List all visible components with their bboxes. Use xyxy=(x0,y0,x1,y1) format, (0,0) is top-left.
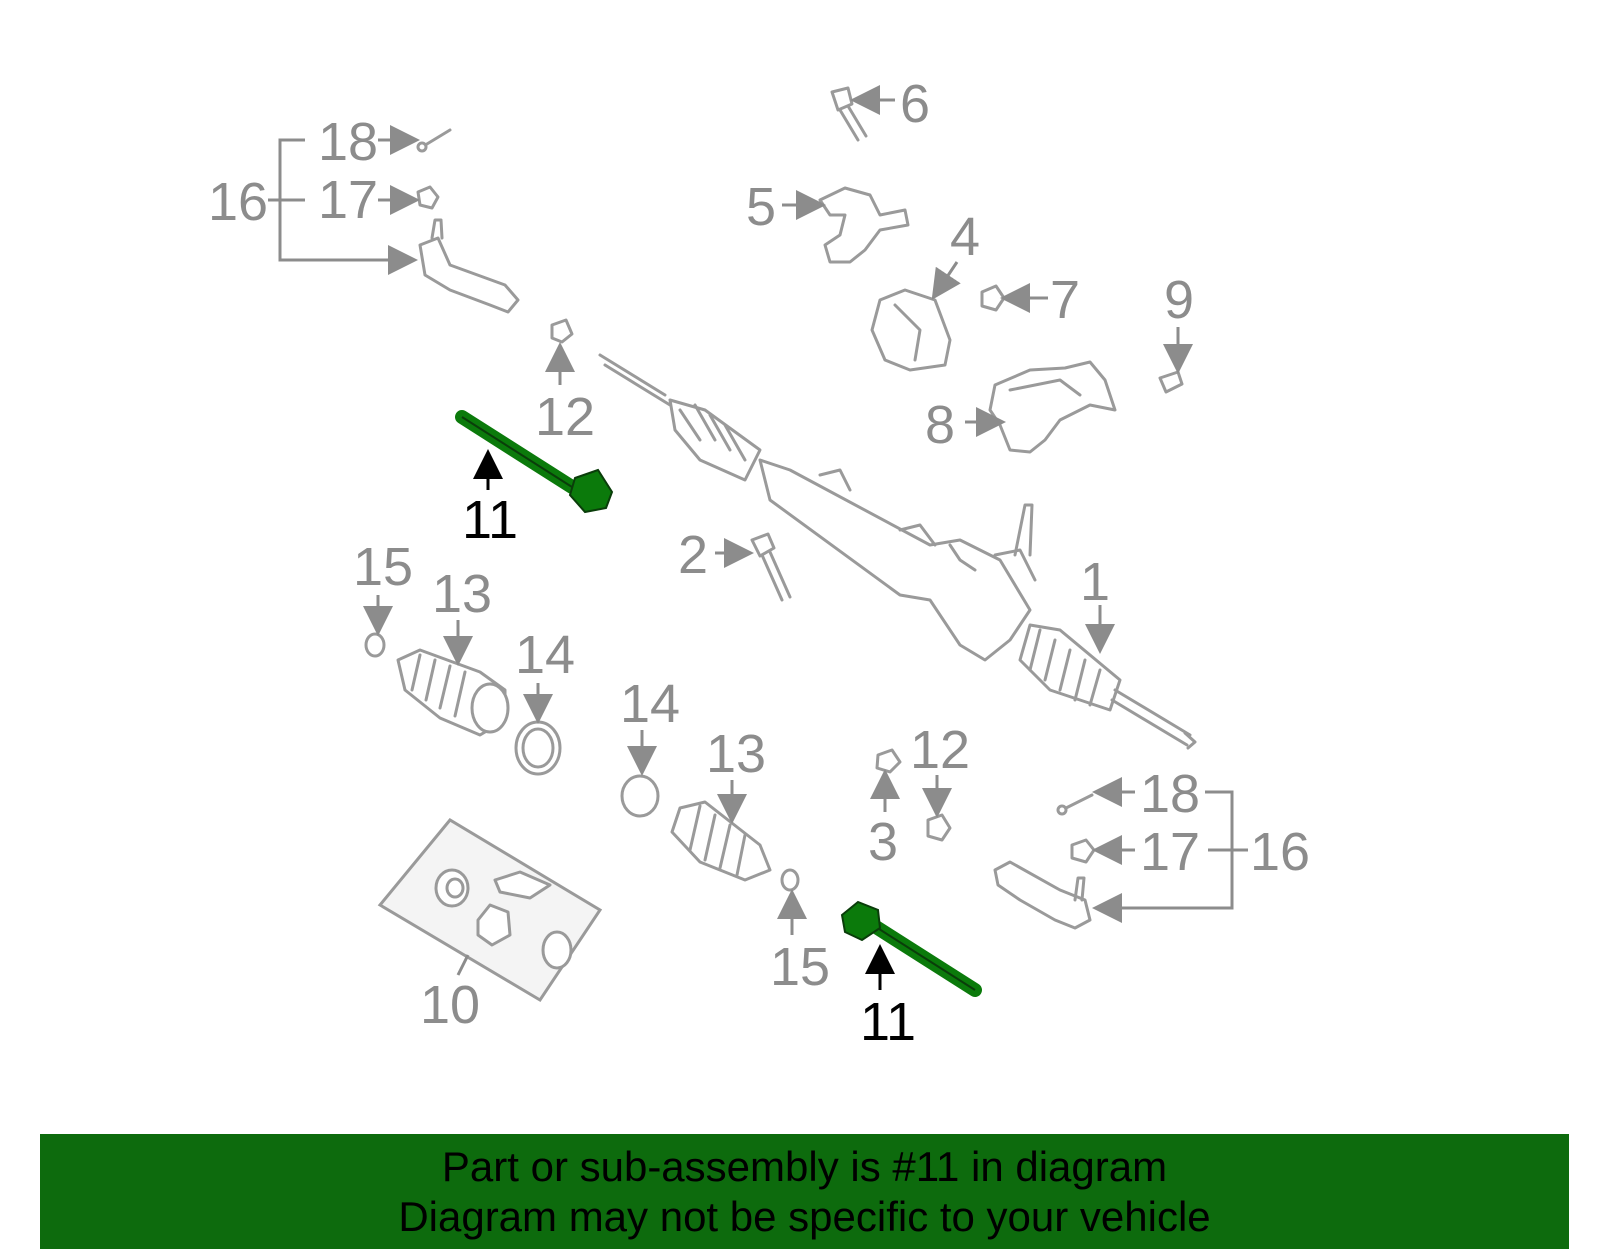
nut-part-12-upper[interactable] xyxy=(550,318,574,344)
label-18-upper: 18 xyxy=(318,112,378,172)
bolt-part-6[interactable] xyxy=(830,86,868,142)
label-15-upper: 15 xyxy=(353,537,413,597)
label-9: 9 xyxy=(1164,270,1194,330)
label-17-lower: 17 xyxy=(1140,822,1200,882)
inner-tie-rod-part-11-lower[interactable] xyxy=(840,900,982,997)
label-3: 3 xyxy=(868,812,898,872)
inner-tie-rod-part-11-upper[interactable] xyxy=(455,410,614,514)
bracket-part-5[interactable] xyxy=(818,186,910,264)
clip-part-9[interactable] xyxy=(1158,370,1184,394)
leader-lines xyxy=(268,85,1248,990)
callout-labels: 1 2 3 4 5 6 7 8 9 10 11 11 12 12 13 13 1… xyxy=(208,74,1310,1052)
banner-line-part-number: Part or sub-assembly is #11 in diagram xyxy=(441,1142,1168,1190)
label-10: 10 xyxy=(420,975,480,1035)
repair-kit-part-10[interactable] xyxy=(377,818,603,1003)
label-16-upper: 16 xyxy=(208,172,268,232)
label-13-upper: 13 xyxy=(432,564,492,624)
cotter-pin-part-18-lower[interactable] xyxy=(1056,793,1094,816)
banner-line-disclaimer: Diagram may not be specific to your vehi… xyxy=(398,1192,1211,1240)
tie-rod-end-part-16-upper[interactable] xyxy=(418,218,520,314)
label-1: 1 xyxy=(1080,552,1110,612)
info-banner: Part or sub-assembly is #11 in diagram D… xyxy=(40,1134,1569,1249)
label-13-lower: 13 xyxy=(706,724,766,784)
label-17-upper: 17 xyxy=(318,170,378,230)
label-5: 5 xyxy=(746,177,776,237)
steering-rack-diagram: 1 2 3 4 5 6 7 8 9 10 11 11 12 12 13 13 1… xyxy=(208,74,1310,1052)
label-11-upper: 11 xyxy=(462,490,518,550)
ring-part-14-upper[interactable] xyxy=(514,720,562,776)
cotter-pin-part-18-upper[interactable] xyxy=(416,128,452,153)
label-14-upper: 14 xyxy=(515,625,575,685)
steering-rack[interactable] xyxy=(598,353,1197,750)
tie-rod-end-part-16-lower[interactable] xyxy=(993,860,1092,930)
nut-part-17-lower[interactable] xyxy=(1070,838,1096,864)
label-14-lower: 14 xyxy=(620,674,680,734)
boot-part-13-upper[interactable] xyxy=(396,648,510,737)
heat-shield-part-8[interactable] xyxy=(988,360,1117,454)
boot-part-13-lower[interactable] xyxy=(670,800,772,882)
nut-part-17-upper[interactable] xyxy=(416,185,440,210)
label-16-lower: 16 xyxy=(1250,822,1310,882)
label-7: 7 xyxy=(1050,270,1080,330)
bushing-part-4[interactable] xyxy=(870,288,952,372)
bolt-part-2[interactable] xyxy=(750,532,792,602)
label-18-lower: 18 xyxy=(1140,764,1200,824)
label-8: 8 xyxy=(925,395,955,455)
label-4: 4 xyxy=(950,207,980,267)
clip-part-15-upper[interactable] xyxy=(364,632,386,658)
label-12-upper: 12 xyxy=(535,387,595,447)
nut-part-3[interactable] xyxy=(875,748,902,774)
label-15-lower: 15 xyxy=(770,937,830,997)
label-6: 6 xyxy=(900,74,930,134)
nut-part-12-lower[interactable] xyxy=(926,813,952,842)
label-2: 2 xyxy=(678,525,708,585)
nut-part-7[interactable] xyxy=(980,284,1006,312)
clip-part-15-lower[interactable] xyxy=(780,868,800,892)
clamp-part-14-lower[interactable] xyxy=(620,774,660,818)
label-11-lower: 11 xyxy=(860,992,916,1052)
label-12-lower: 12 xyxy=(910,720,970,780)
